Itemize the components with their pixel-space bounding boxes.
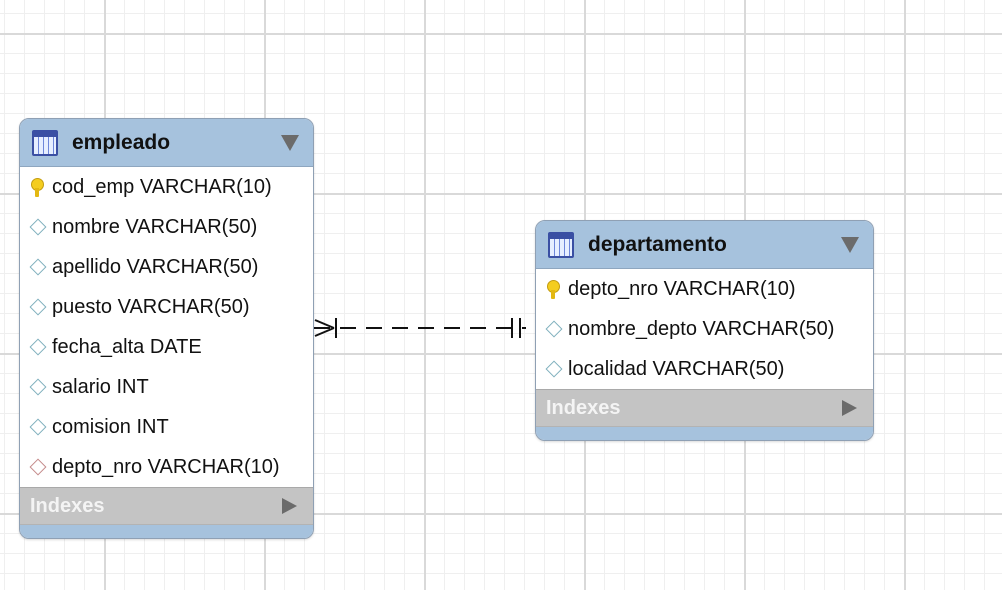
column-label: depto_nro VARCHAR(10) [52,455,280,478]
primary-key-icon [542,269,568,309]
table-footer [536,427,873,440]
indexes-section[interactable]: Indexes [20,487,313,525]
column-label: nombre_depto VARCHAR(50) [568,317,835,340]
column-row[interactable]: salario INT [20,367,313,407]
column-row[interactable]: cod_emp VARCHAR(10) [20,167,313,207]
table-departamento[interactable]: departamento depto_nro VARCHAR(10) nombr… [535,220,874,441]
column-label: localidad VARCHAR(50) [568,357,785,380]
column-label: salario INT [52,375,149,398]
table-icon [548,231,574,258]
column-list: cod_emp VARCHAR(10) nombre VARCHAR(50) a… [20,167,313,487]
collapse-toggle-icon[interactable] [841,236,859,253]
column-row[interactable]: depto_nro VARCHAR(10) [20,447,313,487]
collapse-toggle-icon[interactable] [281,134,299,151]
column-label: apellido VARCHAR(50) [52,255,259,278]
table-title: departamento [588,232,727,256]
column-row[interactable]: localidad VARCHAR(50) [536,349,873,389]
column-label: nombre VARCHAR(50) [52,215,258,238]
indexes-label: Indexes [546,396,621,419]
column-label: puesto VARCHAR(50) [52,295,250,318]
crows-foot-many-icon [314,318,337,338]
column-label: depto_nro VARCHAR(10) [568,277,796,300]
table-header[interactable]: empleado [20,119,313,167]
column-label: fecha_alta DATE [52,335,202,358]
column-row[interactable]: nombre_depto VARCHAR(50) [536,309,873,349]
column-list: depto_nro VARCHAR(10) nombre_depto VARCH… [536,269,873,389]
one-mandatory-marker-icon [511,318,521,338]
column-row[interactable]: comision INT [20,407,313,447]
column-label: comision INT [52,415,169,438]
table-header[interactable]: departamento [536,221,873,269]
column-row[interactable]: apellido VARCHAR(50) [20,247,313,287]
column-row[interactable]: puesto VARCHAR(50) [20,287,313,327]
table-footer [20,525,313,538]
primary-key-icon [26,167,52,207]
column-row[interactable]: depto_nro VARCHAR(10) [536,269,873,309]
expand-toggle-icon[interactable] [842,400,857,416]
table-icon [32,129,58,156]
column-row[interactable]: fecha_alta DATE [20,327,313,367]
column-label: cod_emp VARCHAR(10) [52,175,272,198]
indexes-label: Indexes [30,494,105,517]
table-title: empleado [72,130,171,154]
table-empleado[interactable]: empleado cod_emp VARCHAR(10) nombre VARC… [19,118,314,539]
indexes-section[interactable]: Indexes [536,389,873,427]
column-row[interactable]: nombre VARCHAR(50) [20,207,313,247]
expand-toggle-icon[interactable] [282,498,297,514]
